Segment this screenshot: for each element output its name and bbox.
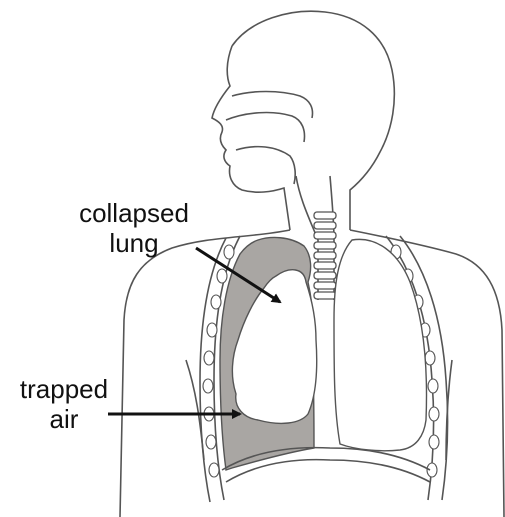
- trapped-air-label-line1: trapped: [20, 374, 108, 404]
- healthy-lung: [334, 239, 426, 450]
- trachea-rings: [314, 212, 336, 299]
- head-profile: [212, 11, 394, 230]
- airway-upper: [226, 92, 313, 185]
- collapsed-lung-label-line1: collapsed: [79, 198, 189, 228]
- trapped-air-label-line2: air: [50, 404, 79, 434]
- collapsed-lung-label-line2: lung: [109, 228, 158, 258]
